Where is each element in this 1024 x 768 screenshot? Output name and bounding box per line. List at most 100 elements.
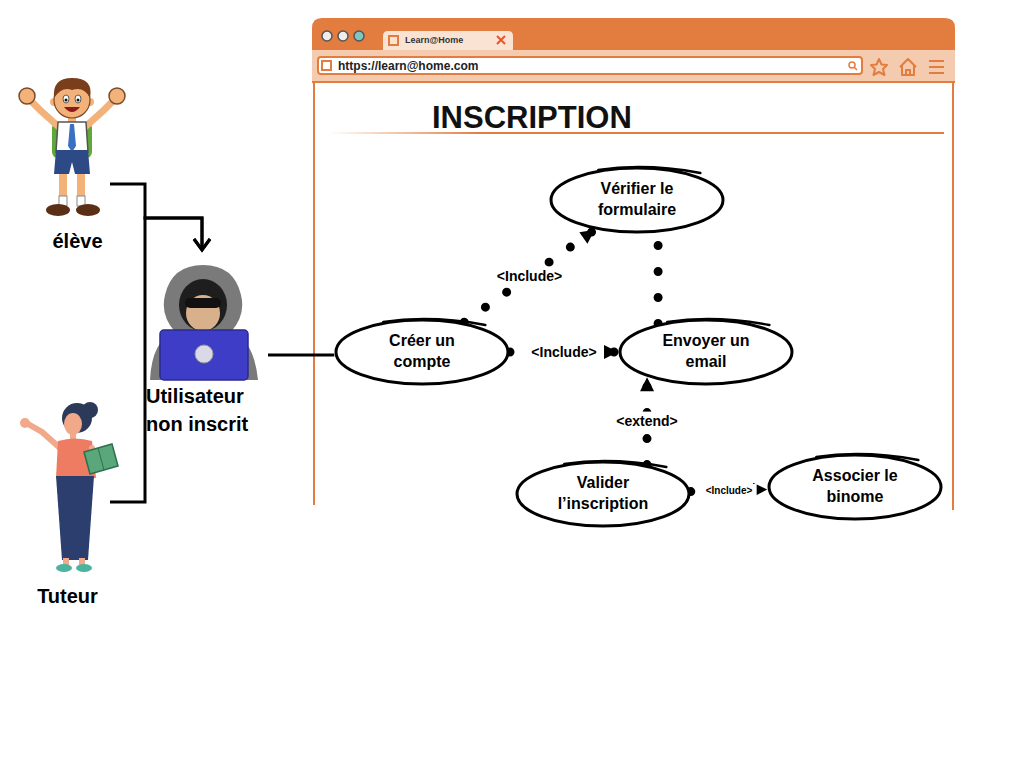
use-case-ellipse xyxy=(618,318,794,386)
sketch-stroke xyxy=(383,319,485,325)
dependency-connector xyxy=(658,233,659,324)
use-case-text: Associer le binome xyxy=(794,466,917,508)
ellipse-outline xyxy=(551,168,723,232)
title-underline xyxy=(328,132,944,134)
actor-name: élève xyxy=(45,227,110,255)
tie xyxy=(68,124,76,152)
hair xyxy=(54,78,91,98)
anonymous-user-figure xyxy=(150,265,258,380)
sketch-stroke xyxy=(564,461,666,467)
book-spine xyxy=(98,448,104,470)
leg xyxy=(59,174,67,198)
connector-line xyxy=(654,233,663,324)
hood-opening xyxy=(179,279,227,331)
face xyxy=(64,413,82,435)
window-dot xyxy=(322,31,332,41)
actor-student: élève xyxy=(45,120,110,255)
use-case: Associer le binome xyxy=(767,453,943,521)
use-case-ellipse xyxy=(767,453,943,521)
edge-label: <Include> xyxy=(702,484,757,498)
use-case-ellipse xyxy=(515,460,691,528)
title-bar xyxy=(312,18,955,82)
shorts xyxy=(54,150,90,174)
dependency-connector xyxy=(691,483,767,497)
pupil xyxy=(65,99,68,102)
arrow-head xyxy=(579,230,594,244)
use-case-text: Valider l’inscription xyxy=(542,473,665,515)
arrow-head xyxy=(194,239,210,250)
use-case: Vérifier le formulaire xyxy=(549,166,725,234)
browser-tab xyxy=(383,31,513,50)
window-border xyxy=(952,82,954,510)
edge-label: <Include> xyxy=(493,267,566,286)
hood xyxy=(150,265,258,380)
shoe xyxy=(46,204,70,216)
use-case-ellipse xyxy=(549,166,725,234)
arm xyxy=(28,424,60,448)
sketch-stroke xyxy=(667,319,769,325)
actor-visitor: Utilisateur non inscrit xyxy=(146,250,268,438)
address-row xyxy=(312,50,955,82)
edge-label: <Include> xyxy=(527,343,600,362)
star-icon xyxy=(871,59,887,75)
actor-name: Utilisateur non inscrit xyxy=(146,382,268,438)
eye xyxy=(75,95,81,103)
eye xyxy=(63,95,69,103)
use-case: Créer un compte xyxy=(334,318,510,386)
use-case-ellipse xyxy=(334,318,510,386)
association-connector xyxy=(268,354,334,355)
ellipse-outline xyxy=(336,320,508,384)
use-case-text: Envoyer un email xyxy=(645,331,768,373)
shirt xyxy=(56,122,88,152)
ellipse-outline xyxy=(517,462,689,526)
skirt xyxy=(56,476,94,560)
leg xyxy=(77,174,85,198)
association-connector xyxy=(110,218,210,502)
address-field xyxy=(318,57,862,74)
fist xyxy=(109,88,125,104)
menu-icon xyxy=(929,61,944,73)
connector-line xyxy=(110,218,202,502)
actor-name: Tuteur xyxy=(25,582,110,610)
laptop xyxy=(160,330,248,380)
face xyxy=(186,295,220,331)
shoe xyxy=(56,564,72,572)
shoe xyxy=(76,204,100,216)
ellipse-outline xyxy=(620,320,792,384)
actor-tutor: Tuteur xyxy=(25,400,110,610)
student-figure xyxy=(19,78,125,216)
search-icon xyxy=(854,67,857,70)
sketch-stroke xyxy=(816,454,918,460)
tab-close xyxy=(497,36,505,44)
use-case-text: Vérifier le formulaire xyxy=(576,179,699,221)
sketch-stroke xyxy=(598,167,700,173)
url-icon xyxy=(322,61,331,70)
window-dot xyxy=(338,31,348,41)
connector-line xyxy=(464,230,595,322)
browser-window: Learn@Homehttps://learn@home.comVérifier… xyxy=(312,18,955,510)
use-case-text: Créer un compte xyxy=(361,331,484,373)
shoe xyxy=(76,564,92,572)
page-title: INSCRIPTION xyxy=(432,100,632,136)
tab-icon xyxy=(389,36,398,45)
arrow-head xyxy=(640,377,654,391)
mouth xyxy=(64,107,80,112)
dependency-connector xyxy=(464,230,595,322)
use-case: Valider l’inscription xyxy=(515,460,691,528)
window-dot xyxy=(354,31,364,41)
chrome-edge xyxy=(312,81,955,83)
hand xyxy=(20,418,30,428)
tab-title: Learn@Home xyxy=(405,35,463,46)
fist xyxy=(19,88,35,104)
pupil xyxy=(77,99,80,102)
use-case: Envoyer un email xyxy=(618,318,794,386)
connector-line xyxy=(268,353,334,356)
glasses xyxy=(185,298,221,308)
book xyxy=(84,444,118,474)
browser-chrome xyxy=(312,18,955,510)
ellipse-outline xyxy=(769,455,941,519)
window-border xyxy=(313,82,315,505)
tutor-figure xyxy=(20,402,118,572)
